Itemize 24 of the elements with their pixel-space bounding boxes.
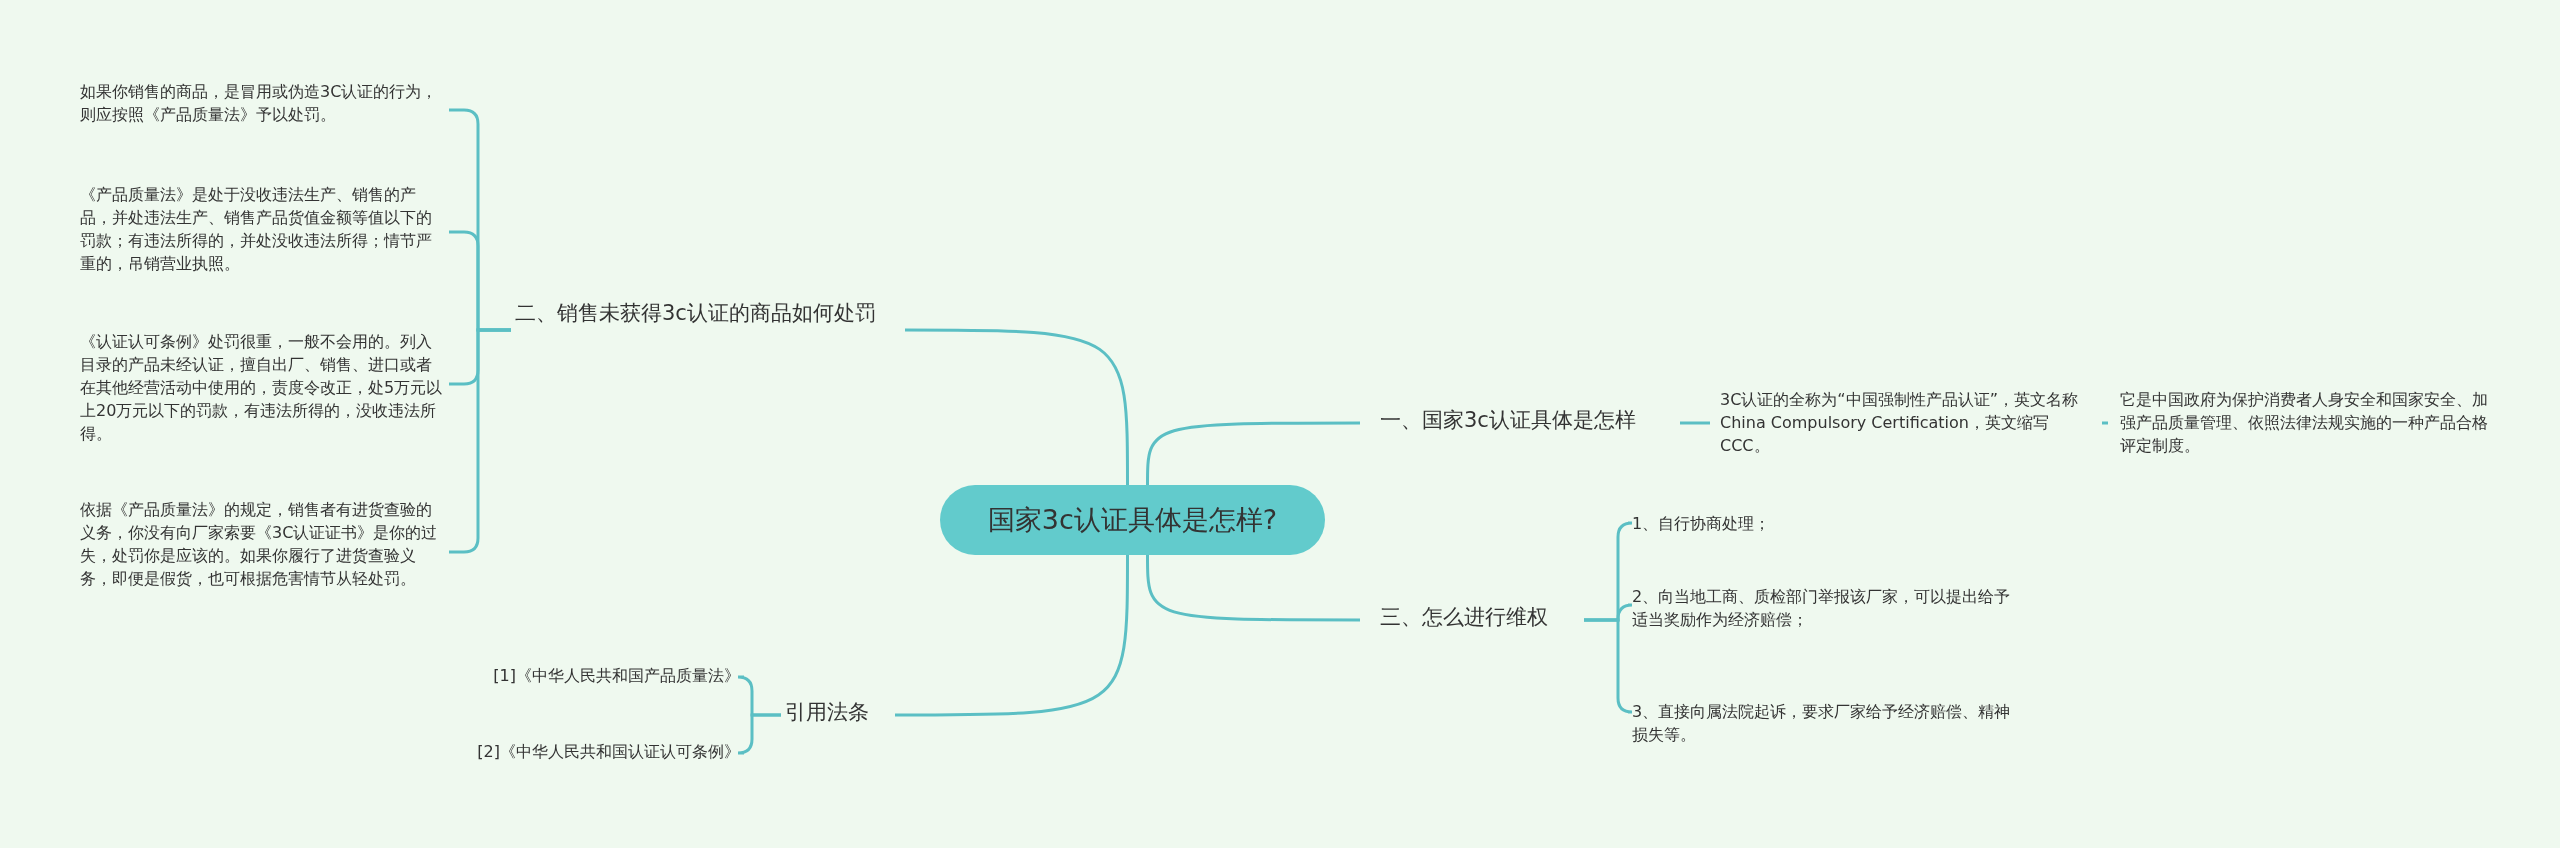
note-text: 2、向当地工商、质检部门举报该厂家，可以提出给予适当奖励作为经济赔偿；: [1632, 586, 2012, 631]
central-topic-pill: 国家3c认证具体是怎样?: [940, 485, 1325, 555]
topic-label: 引用法条: [785, 699, 869, 726]
note-text: 《产品质量法》是处于没收违法生产、销售的产品，并处违法生产、销售产品货值金额等值以下的罚款；有违法所得的，并处没收违法所得；情节严重的，吊销营业执照。: [80, 184, 433, 275]
note-text: 3C认证的全称为“中国强制性产品认证”，英文名称China Compulsory Certification，英文缩写CCC。: [1720, 389, 2079, 457]
note-text: 如果你销售的商品，是冒用或伪造3C认证的行为，则应按照《产品质量法》予以处罚。: [80, 81, 439, 126]
topic-label: 一、国家3c认证具体是怎样: [1380, 407, 1636, 434]
topic-label: 三、怎么进行维权: [1380, 604, 1548, 631]
note-text: 3、直接向属法院起诉，要求厂家给予经济赔偿、精神损失等。: [1632, 701, 2012, 746]
note-text: 依据《产品质量法》的规定，销售者有进货查验的义务，你没有向厂家索要《3C认证证书》是你的过失，处罚你是应该的。如果你履行了进货查验义务，即便是假货，也可根据危害情节从轻处罚。: [80, 499, 439, 590]
topic-label: 二、销售未获得3c认证的商品如何处罚: [515, 300, 876, 327]
note-text: [2]《中华人民共和国认证认可条例》: [476, 741, 740, 763]
connector-line: [1146, 555, 1360, 622]
connector-line: [895, 555, 1129, 717]
connector-line: [905, 328, 1129, 485]
connector-line: [736, 713, 781, 755]
note-text: [1]《中华人民共和国产品质量法》: [492, 665, 740, 687]
connector-line: [2102, 421, 2108, 425]
connector-line: [1146, 421, 1360, 485]
note-text: 1、自行协商处理；: [1632, 513, 1772, 535]
connector-line: [1680, 421, 1710, 425]
note-text: 它是中国政府为保护消费者人身安全和国家安全、加强产品质量管理、依照法律法规实施的一种产品合格评定制度。: [2120, 389, 2489, 457]
connector-line: [1584, 618, 1634, 714]
note-text: 《认证认可条例》处罚很重，一般不会用的。列入目录的产品未经认证，擅自出厂、销售、进口或者在其他经营活动中使用的，责度令改正，处5万元以上20万元以下的罚款，有违法所得的，没收违法所得。: [80, 331, 444, 445]
